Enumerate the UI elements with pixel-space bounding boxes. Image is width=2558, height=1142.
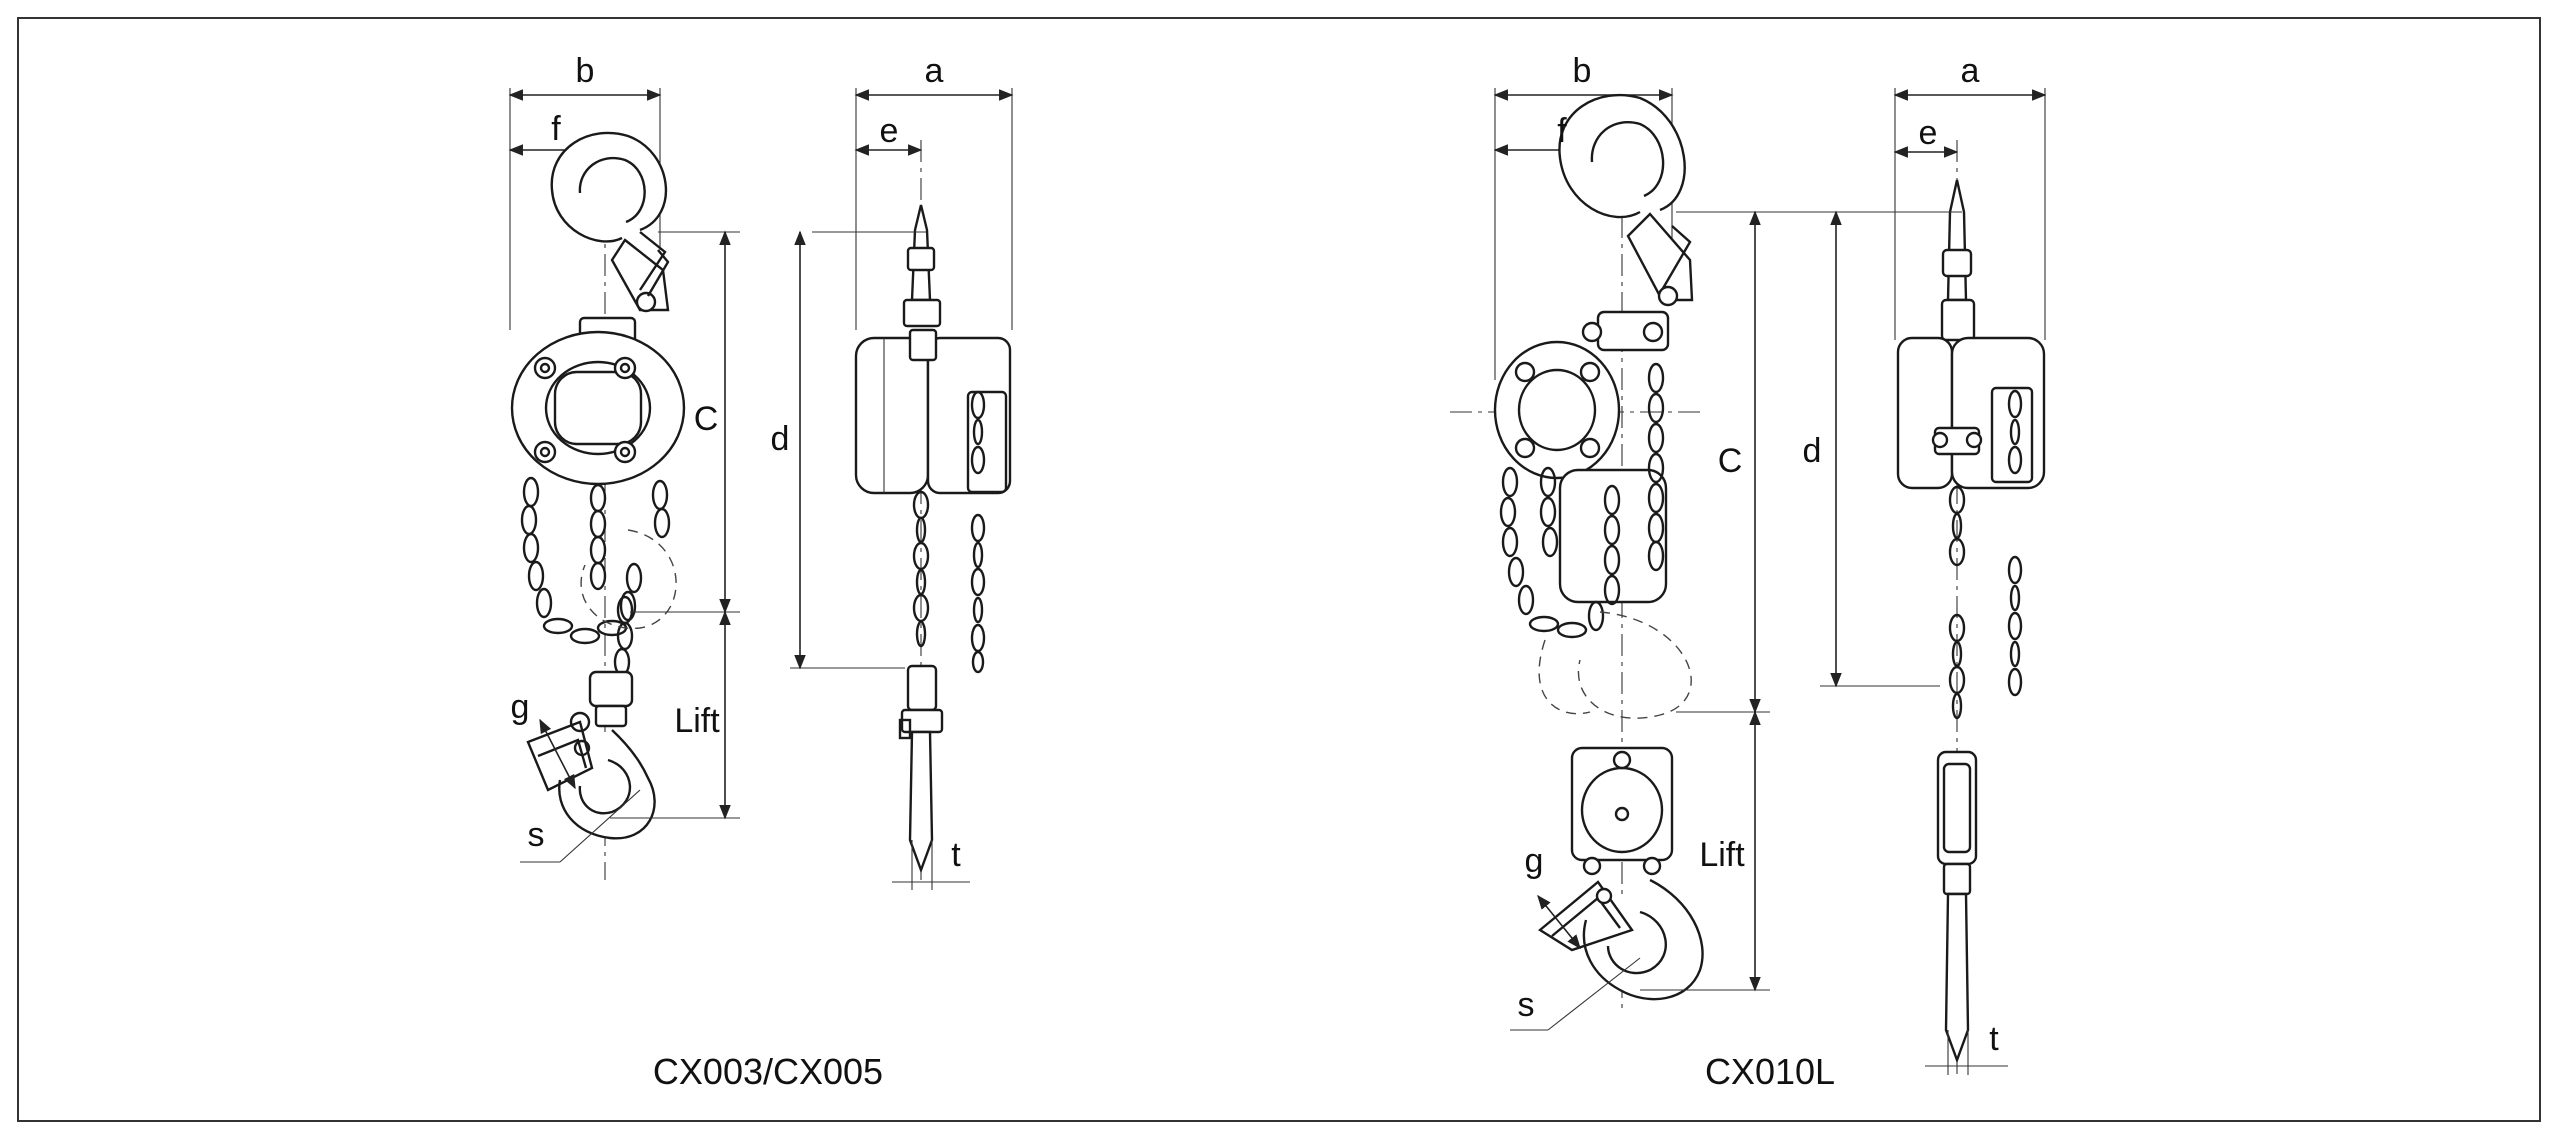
label-d-right: d: [1803, 432, 1822, 470]
label-lift-right: Lift: [1699, 836, 1745, 874]
caption-cx010l: CX010L: [1705, 1051, 1835, 1092]
load-chain-right: [1603, 362, 1665, 606]
hoist-cx010l-front-view: [1450, 88, 1850, 1031]
caption-cx003-cx005: CX003/CX005: [653, 1051, 883, 1092]
label-g-left: g: [511, 688, 530, 726]
label-f-left: f: [551, 110, 561, 148]
label-f-right: f: [1557, 112, 1567, 150]
label-b-right: b: [1573, 52, 1592, 90]
housing-bolts: [533, 356, 637, 464]
sheet-border: [17, 17, 2541, 1122]
label-lift-left: Lift: [674, 702, 720, 740]
label-b-left: b: [576, 52, 595, 90]
load-chain: [589, 483, 634, 677]
label-t-right: t: [1989, 1020, 1999, 1058]
label-s-left: s: [528, 816, 545, 854]
hoist-cx010l-side-view: [1820, 88, 2047, 1080]
hoist-cx003-front-view: [508, 88, 740, 880]
label-s-right: s: [1518, 986, 1535, 1024]
hoist-cx003-side-view: [790, 88, 1014, 890]
side-chains: [912, 390, 986, 674]
label-e-left: e: [880, 112, 899, 150]
label-C-left: C: [694, 400, 719, 438]
label-d-left: d: [771, 420, 790, 458]
dimension-labels: b f a e C d Lift g s t b f a e C d Lift …: [511, 52, 2000, 1058]
label-C-right: C: [1718, 442, 1743, 480]
label-t-left: t: [951, 836, 961, 874]
label-a-right: a: [1961, 52, 1980, 90]
label-g-right: g: [1525, 842, 1544, 880]
label-a-left: a: [925, 52, 944, 90]
hand-chain-cx010l: [1499, 466, 1605, 639]
side-chains-cx010l: [1948, 389, 2023, 720]
hand-chain: [520, 476, 671, 645]
model-captions: CX003/CX005 CX010L: [653, 1051, 1835, 1092]
label-e-right: e: [1919, 114, 1938, 152]
